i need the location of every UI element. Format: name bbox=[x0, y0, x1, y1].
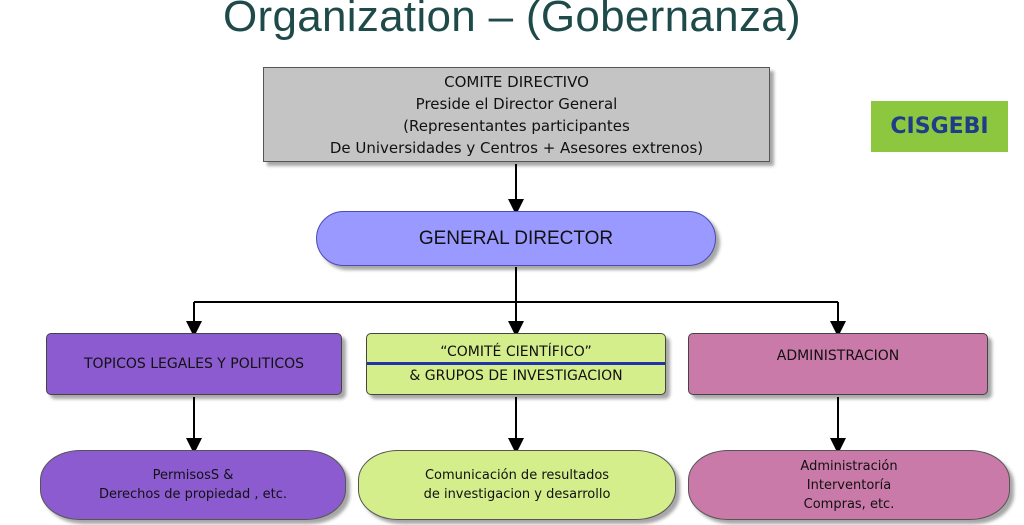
general-director-node: GENERAL DIRECTOR bbox=[316, 211, 716, 266]
committee-line-3: (Representantes participantes bbox=[403, 116, 630, 135]
legal-outcome-node: PermisosS & Derechos de propiedad , etc. bbox=[40, 450, 346, 520]
admin-unit-box: ADMINISTRACION bbox=[688, 333, 988, 395]
admin-outcome-line-2: Interventoría bbox=[806, 477, 892, 493]
legal-unit-label: TOPICOS LEGALES Y POLITICOS bbox=[83, 356, 305, 372]
legal-outcome-line-2: Derechos de propiedad , etc. bbox=[98, 487, 288, 502]
committee-line-4: De Universidades y Centros + Asesores ex… bbox=[329, 138, 704, 157]
cisgebi-badge: CISGEBI bbox=[871, 101, 1008, 152]
legal-outcome-line-1: PermisosS & bbox=[152, 468, 234, 483]
committee-line-2: Preside el Director General bbox=[415, 94, 618, 113]
admin-outcome-line-3: Compras, etc. bbox=[803, 496, 895, 512]
science-outcome-node: Comunicación de resultados de investigac… bbox=[358, 450, 676, 520]
committee-line-1: COMITE DIRECTIVO bbox=[444, 72, 589, 91]
committee-box: COMITE DIRECTIVO Preside el Director Gen… bbox=[263, 67, 770, 162]
science-outcome-line-2: de investigacion y desarrollo bbox=[423, 487, 611, 502]
admin-unit-label: ADMINISTRACION bbox=[776, 348, 900, 364]
science-divider bbox=[367, 362, 665, 365]
general-director-label: GENERAL DIRECTOR bbox=[418, 227, 614, 249]
legal-unit-box: TOPICOS LEGALES Y POLITICOS bbox=[46, 333, 342, 395]
science-unit-label-bottom: & GRUPOS DE INVESTIGACION bbox=[409, 368, 623, 384]
science-unit-label-top: “COMITÉ CIENTÍFICO” bbox=[440, 344, 592, 360]
science-outcome-line-1: Comunicación de resultados bbox=[424, 468, 610, 483]
admin-outcome-node: Administración Interventoría Compras, et… bbox=[688, 450, 1010, 520]
admin-outcome-line-1: Administración bbox=[800, 458, 898, 474]
page-title: Organization – (Gobernanza) bbox=[223, 0, 801, 41]
science-unit-box: “COMITÉ CIENTÍFICO” & GRUPOS DE INVESTIG… bbox=[366, 333, 666, 395]
